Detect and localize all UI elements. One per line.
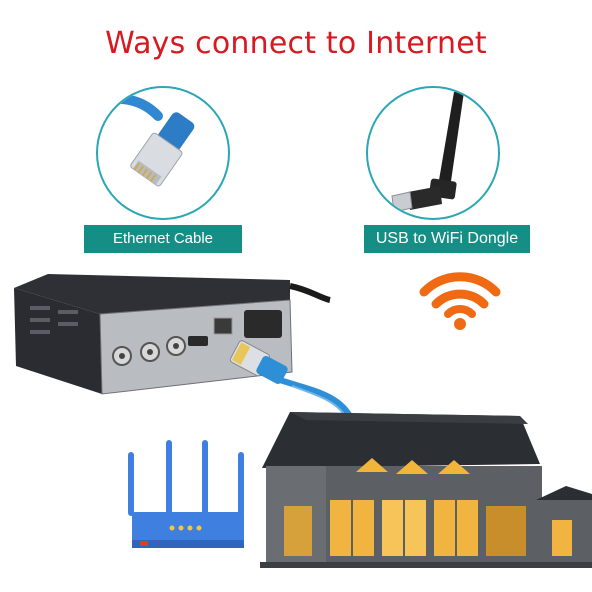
ethernet-plug: [229, 340, 355, 422]
wifi-signal-icon: [419, 272, 501, 318]
house: [260, 412, 592, 568]
router: [128, 440, 244, 548]
ethernet-cable-icon: [98, 93, 195, 187]
page-title: Ways connect to Internet: [105, 26, 487, 61]
set-top-box: [14, 274, 331, 395]
wifi-dongle-option-circle: [366, 86, 500, 220]
ethernet-cable-label: Ethernet Cable: [84, 225, 242, 253]
usb-wifi-dongle-label: USB to WiFi Dongle: [364, 225, 530, 253]
wifi-dot-icon: [454, 318, 466, 330]
ethernet-option-circle: [96, 86, 230, 220]
